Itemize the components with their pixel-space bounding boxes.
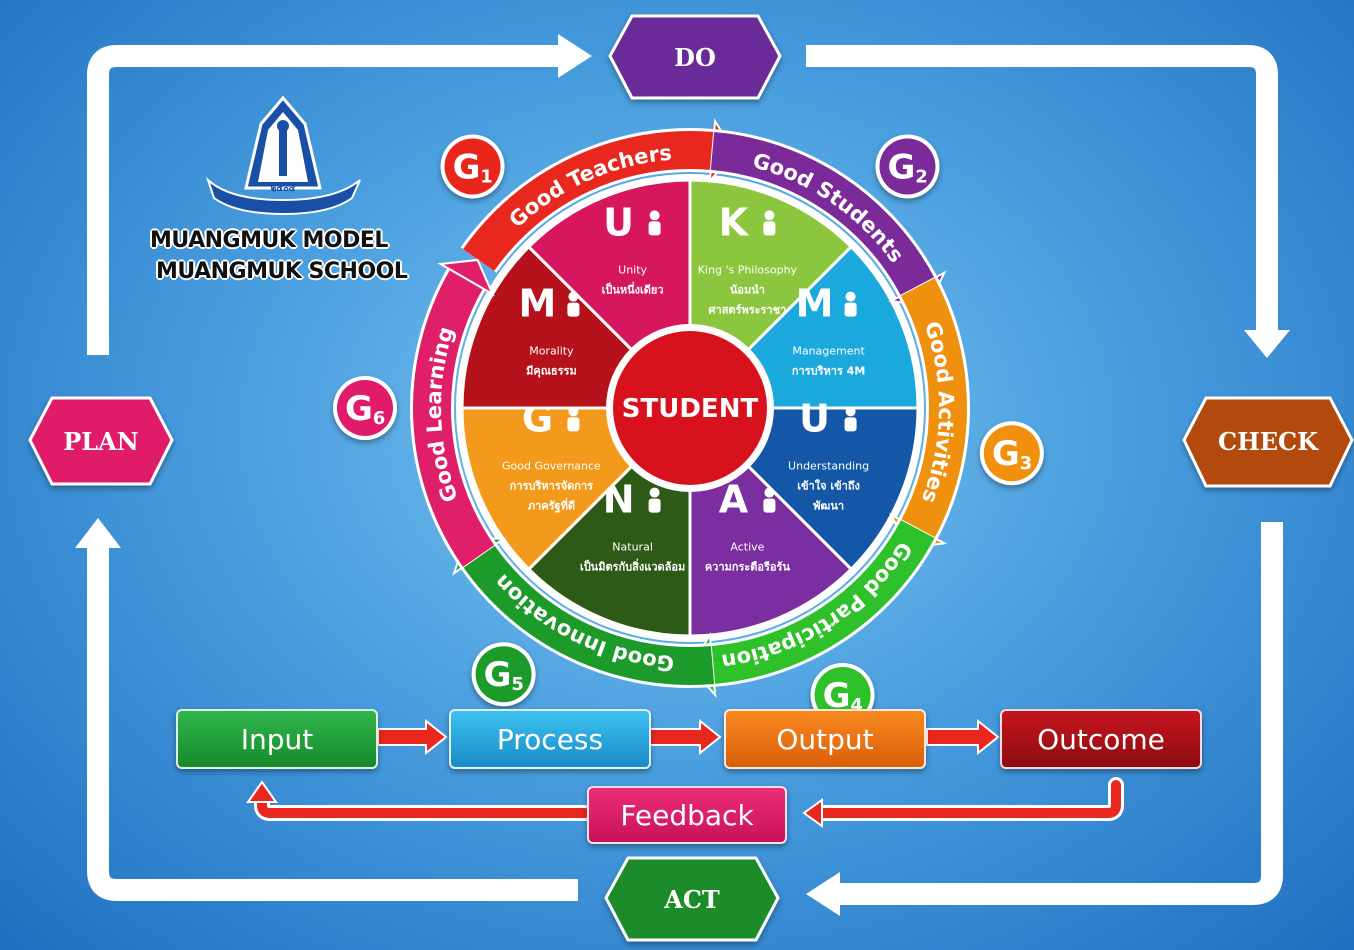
outcome-box: Outcome [1000, 709, 1202, 769]
lightbulb-icon [844, 406, 857, 432]
output-box: Output [724, 709, 926, 769]
segment-thai-line-1: เป็นมิตรกับสิ่งแวดล้อม [580, 559, 685, 574]
segment-thai-line-2: ภาครัฐที่ดี [528, 497, 575, 513]
goal-arc [900, 277, 967, 539]
logo-line-1: MUANGMUK MODEL [150, 228, 388, 253]
input-box: Input [176, 709, 378, 769]
check-label: CHECK [1218, 427, 1319, 456]
segment-thai-line-2: ศาสตร์พระราชา [709, 303, 787, 316]
segment-english-label: Management [792, 345, 865, 358]
goal-badge-letter: G [992, 434, 1020, 474]
goal-badge-number: 6 [373, 408, 386, 429]
logo-line-2: MUANGMUK SCHOOL [156, 259, 408, 284]
goal-arc [463, 544, 715, 685]
people-network-icon [844, 291, 857, 317]
plan-hexagon: PLAN [28, 396, 174, 486]
segment-letter: M [519, 282, 557, 326]
do-label: DO [674, 43, 716, 72]
feedback-arrowheads [246, 780, 823, 828]
segment-english-label: Morality [529, 345, 574, 358]
segment-english-label: Active [730, 541, 764, 554]
segment-english-label: Understanding [788, 459, 869, 472]
nature-people-icon [648, 487, 661, 513]
emblem-text: ๒๕๐๔ [270, 184, 295, 194]
goal-badge-number: 2 [915, 166, 928, 187]
goal-badge-number: 3 [1020, 453, 1033, 474]
segment-letter: M [796, 282, 834, 326]
do-hexagon: DO [608, 14, 782, 100]
segment-letter: U [603, 200, 634, 244]
segment-thai-line-1: การบริหารจัดการ [510, 479, 593, 492]
pdca-frame-arrows [87, 45, 1283, 905]
segment-english-label: Good Governance [502, 459, 601, 472]
segment-english-label: Unity [618, 263, 647, 276]
segment-thai-line-2: พัฒนา [813, 499, 844, 512]
segment-thai-line-1: เป็นหนึ่งเดียว [602, 281, 664, 296]
act-hexagon: ACT [604, 856, 780, 942]
check-hexagon: CHECK [1182, 396, 1354, 488]
governance-icon [567, 406, 580, 432]
flow-arrows [377, 718, 1000, 756]
goal-arc [710, 132, 935, 296]
segment-thai-line-1: น้อมนำ [730, 283, 765, 296]
feedback-box: Feedback [587, 786, 787, 844]
goal-badge-letter: G [453, 147, 481, 187]
goal-6: Good Learning [410, 258, 497, 569]
feedback-arrows [254, 777, 1124, 821]
center-circle [613, 331, 767, 485]
segment-english-label: Natural [612, 541, 653, 554]
goal-arc [710, 520, 935, 684]
group-icon [648, 210, 661, 236]
goal-badge-letter: G [484, 655, 512, 695]
goal-badge-letter: G [345, 389, 373, 429]
plan-label: PLAN [63, 427, 138, 456]
act-label: ACT [663, 885, 720, 914]
goal-arrowhead [437, 258, 495, 297]
segment-letter: U [799, 396, 830, 440]
segment-thai-line-1: เข้าใจ เข้าถึง [797, 478, 860, 492]
process-box: Process [449, 709, 651, 769]
center-label: STUDENT [622, 394, 759, 424]
school-emblem-icon: ๒๕๐๔ [205, 95, 361, 216]
segment-english-label: King 's Philosophy [698, 263, 798, 276]
goal-arc [413, 269, 495, 567]
segment-thai-line-1: การบริหาร 4M [792, 365, 865, 378]
active-person-icon [763, 487, 776, 513]
goal-badge-letter: G [888, 147, 916, 187]
goal-arc [463, 131, 715, 272]
segment-thai-line-1: มีคุณธรรม [526, 365, 577, 379]
goal-badge-number: 1 [480, 166, 493, 187]
goal-badge-number: 5 [511, 674, 524, 695]
pdca-arrowheads [75, 34, 1290, 916]
king-icon [763, 210, 776, 236]
segment-letter: K [719, 200, 750, 244]
segment-thai-line-1: ความกระตือรือร้น [705, 561, 791, 574]
